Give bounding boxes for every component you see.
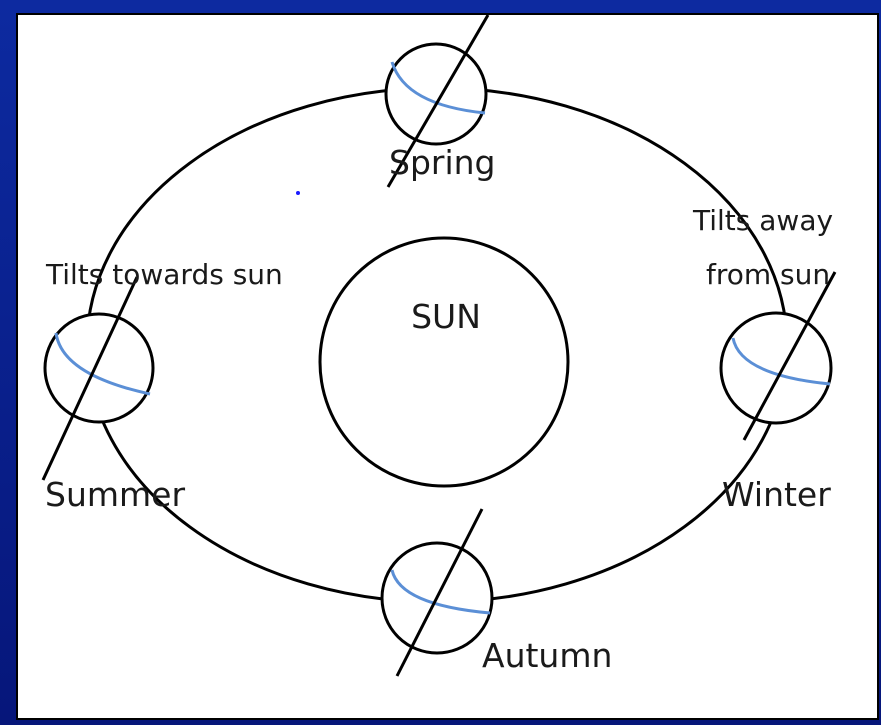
season-label-autumn: Autumn bbox=[482, 636, 612, 675]
annotation-tilts-away-1: Tilts away bbox=[692, 204, 833, 237]
season-label-summer: Summer bbox=[45, 475, 185, 514]
season-label-winter: Winter bbox=[722, 475, 831, 514]
season-label-spring: Spring bbox=[389, 143, 496, 182]
sun-circle bbox=[320, 238, 568, 486]
sun-label: SUN bbox=[411, 297, 481, 336]
earth-autumn bbox=[382, 509, 492, 676]
earth-winter bbox=[721, 272, 835, 440]
stray-dot bbox=[296, 191, 300, 195]
annotation-tilts-towards: Tilts towards sun bbox=[45, 258, 283, 291]
annotation-tilts-away-2: from sun bbox=[706, 258, 830, 291]
earth-summer bbox=[43, 277, 153, 480]
